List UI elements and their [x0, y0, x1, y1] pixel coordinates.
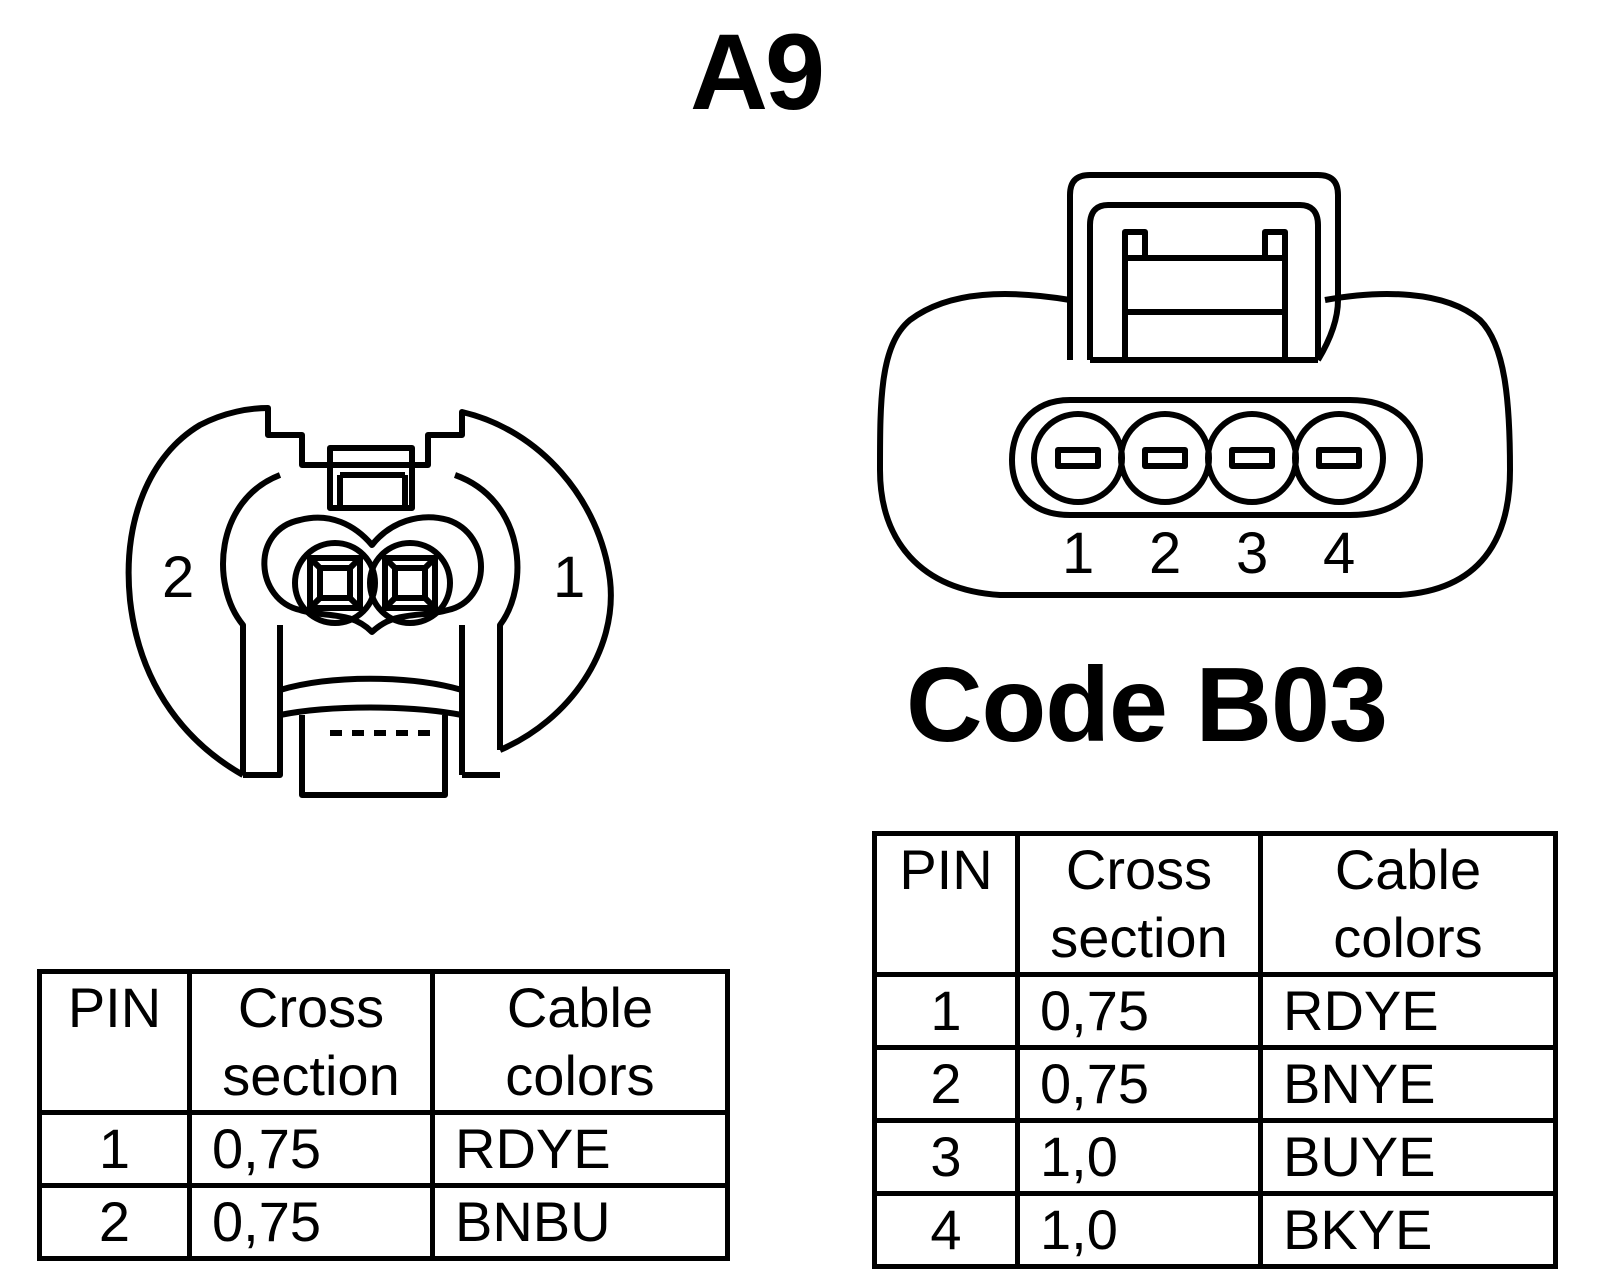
- header-pin: PIN: [37, 969, 192, 1115]
- cell-cable-color: RDYE: [430, 1110, 730, 1188]
- table-row: 1 0,75 RDYE: [872, 972, 1558, 1050]
- header-cross-line2: section: [1050, 906, 1228, 969]
- connector-title-a9: A9: [690, 11, 825, 132]
- cell-pin: 1: [37, 1110, 192, 1188]
- pin-table-b03: PIN Cross section Cable colors 1 0,75 RD…: [872, 831, 1558, 1269]
- header-cable-line2: colors: [1333, 906, 1483, 969]
- cell-pin: 4: [872, 1191, 1020, 1269]
- header-cable-line1: Cable: [1334, 838, 1482, 901]
- cell-cable-color: BUYE: [1258, 1118, 1558, 1196]
- table-row: 2 0,75 BNYE: [872, 1045, 1558, 1123]
- connector-code-b03: Code B03: [906, 646, 1388, 764]
- cell-cross-section: 0,75: [187, 1110, 435, 1188]
- table-header-row: PIN Cross section Cable colors: [872, 831, 1558, 977]
- b03-pin-label-4: 4: [1323, 521, 1355, 586]
- cell-cross-section: 0,75: [1015, 1045, 1263, 1123]
- header-cross-line2: section: [222, 1044, 400, 1107]
- b03-pin-label-1: 1: [1062, 521, 1094, 586]
- header-cable-colors: Cable colors: [1258, 831, 1558, 977]
- cell-cable-color: BNBU: [430, 1183, 730, 1261]
- table-row: 1 0,75 RDYE: [37, 1110, 730, 1188]
- cell-cable-color: RDYE: [1258, 972, 1558, 1050]
- cell-pin: 3: [872, 1118, 1020, 1196]
- header-cross-line1: Cross: [1065, 838, 1213, 901]
- header-cable-line1: Cable: [506, 976, 654, 1039]
- connector-a9-drawing: [125, 405, 614, 798]
- table-row: 4 1,0 BKYE: [872, 1191, 1558, 1269]
- pin-table-a9: PIN Cross section Cable colors 1 0,75 RD…: [37, 969, 730, 1261]
- cell-cable-color: BKYE: [1258, 1191, 1558, 1269]
- connector-b03-drawing: [877, 172, 1513, 598]
- header-cross-section: Cross section: [1015, 831, 1263, 977]
- b03-pin-label-2: 2: [1149, 521, 1181, 586]
- table-header-row: PIN Cross section Cable colors: [37, 969, 730, 1115]
- cell-pin: 1: [872, 972, 1020, 1050]
- cell-pin: 2: [37, 1183, 192, 1261]
- cell-cross-section: 1,0: [1015, 1118, 1263, 1196]
- header-cross-section: Cross section: [187, 969, 435, 1115]
- header-cable-line2: colors: [505, 1044, 655, 1107]
- table-row: 3 1,0 BUYE: [872, 1118, 1558, 1196]
- b03-pin-label-3: 3: [1236, 521, 1268, 586]
- header-cable-colors: Cable colors: [430, 969, 730, 1115]
- cell-cross-section: 0,75: [1015, 972, 1263, 1050]
- a9-pin-label-2: 2: [162, 545, 194, 610]
- a9-pin-label-1: 1: [553, 545, 585, 610]
- cell-cross-section: 0,75: [187, 1183, 435, 1261]
- cell-cross-section: 1,0: [1015, 1191, 1263, 1269]
- table-row: 2 0,75 BNBU: [37, 1183, 730, 1261]
- header-pin: PIN: [872, 831, 1020, 977]
- cell-cable-color: BNYE: [1258, 1045, 1558, 1123]
- cell-pin: 2: [872, 1045, 1020, 1123]
- header-cross-line1: Cross: [237, 976, 385, 1039]
